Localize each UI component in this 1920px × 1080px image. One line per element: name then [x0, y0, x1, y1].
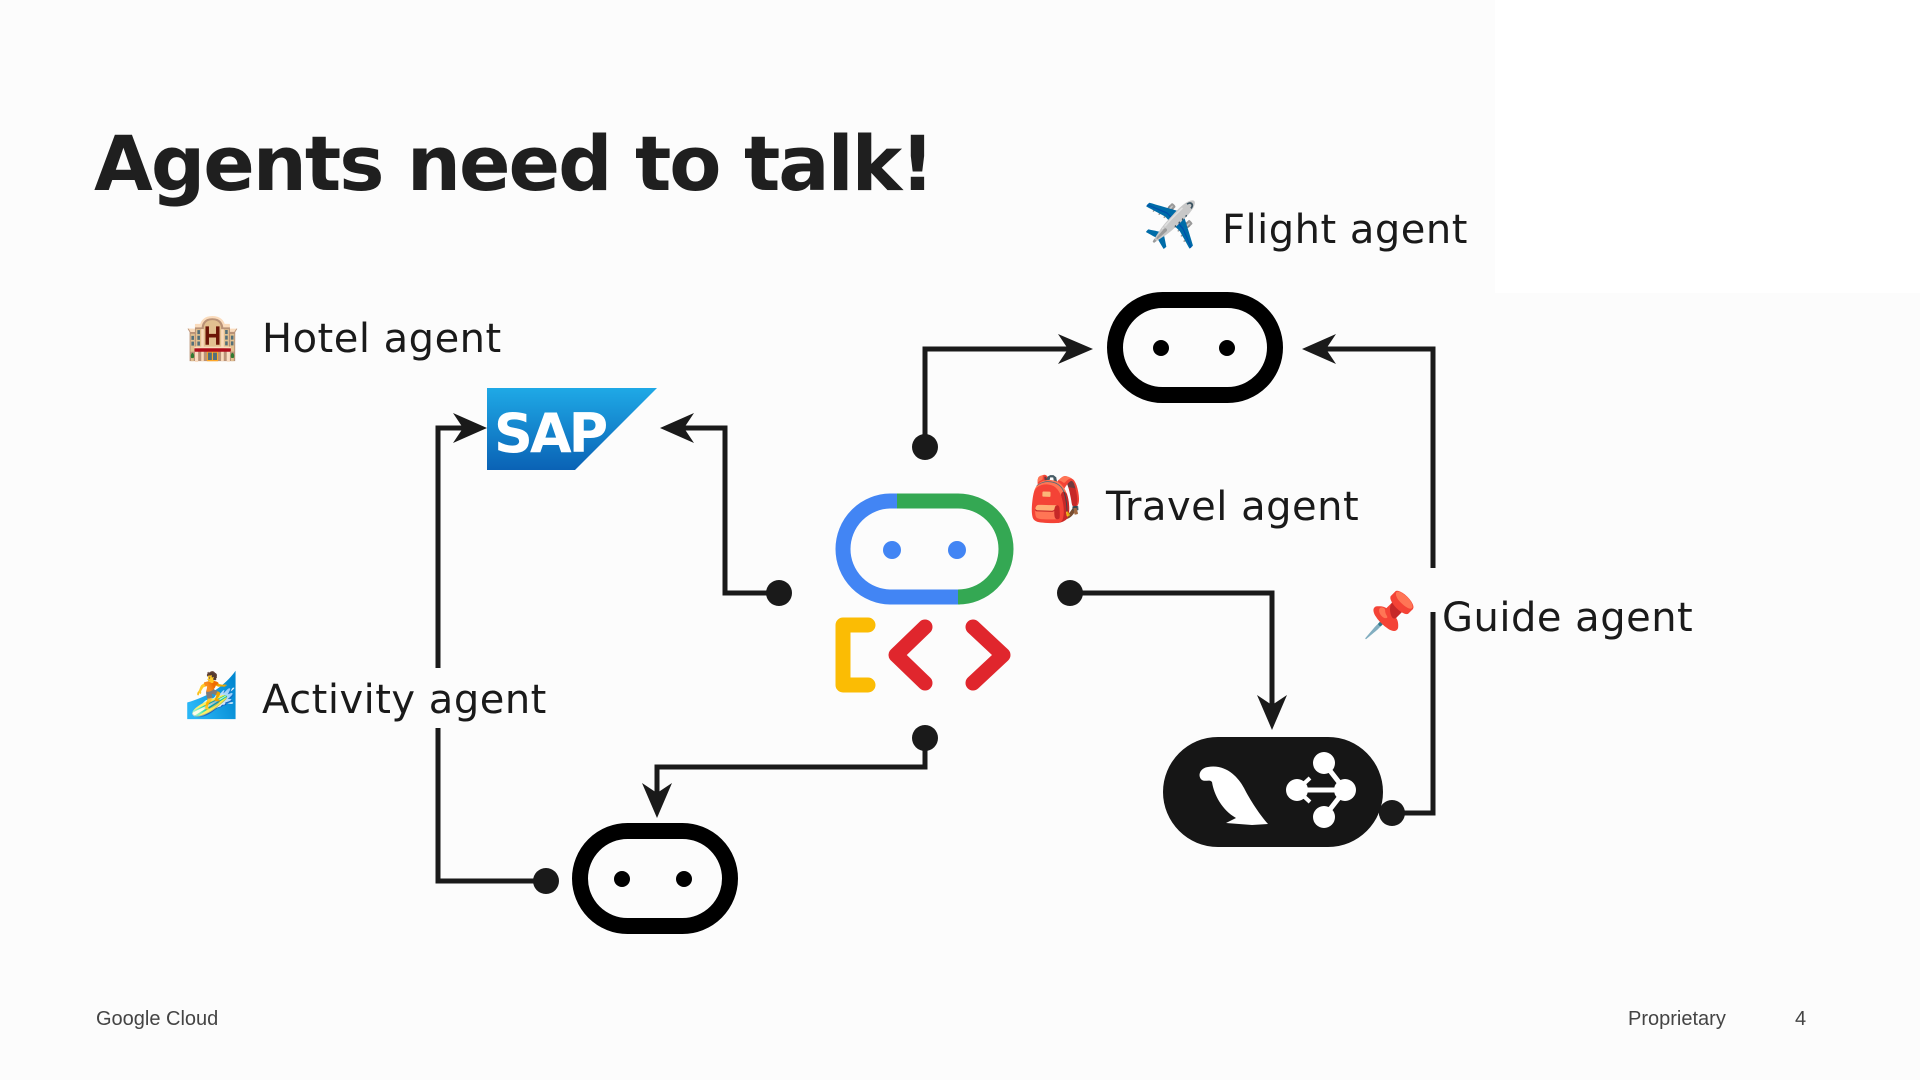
- hotel-icon: 🏨: [185, 312, 240, 363]
- guide-agent-langgraph-icon[interactable]: [1163, 737, 1383, 847]
- background-patch: [1495, 0, 1920, 293]
- connector-dot: [766, 580, 792, 606]
- connector-dot: [1379, 800, 1405, 826]
- sap-logo[interactable]: SAP: [487, 388, 657, 470]
- pushpin-icon: 📌: [1362, 590, 1417, 641]
- sap-logo-text: SAP: [494, 402, 607, 465]
- flight-agent-robot-icon[interactable]: [1107, 292, 1283, 403]
- connector-travel-to-flight: [922, 334, 1093, 447]
- surfer-icon: 🏄: [184, 670, 239, 721]
- airplane-icon: ✈️: [1143, 200, 1198, 251]
- connector-activity-to-hotel: [435, 413, 546, 884]
- footer-classification: Proprietary: [1628, 1008, 1726, 1030]
- guide-agent-label: Guide agent: [1442, 595, 1694, 641]
- travel-agent-logo[interactable]: [835, 493, 1014, 693]
- activity-agent-robot-icon[interactable]: [572, 823, 738, 934]
- flight-agent-label: Flight agent: [1222, 207, 1468, 253]
- page-number: 4: [1795, 1008, 1807, 1030]
- connector-travel-to-activity: [642, 738, 928, 818]
- footer-brand: Google Cloud: [96, 1008, 219, 1030]
- activity-agent-label: Activity agent: [262, 677, 547, 723]
- connector-dot: [1057, 580, 1083, 606]
- travel-agent-label: Travel agent: [1106, 484, 1360, 530]
- backpack-icon: 🎒: [1028, 474, 1083, 525]
- connector-guide-to-flight: [1302, 334, 1436, 568]
- connector-dot: [912, 434, 938, 460]
- connector-guide-tail: [1379, 612, 1436, 816]
- slide-title: Agents need to talk!: [94, 119, 935, 208]
- parrot-icon: [1199, 766, 1268, 825]
- connector-travel-to-guide: [1070, 590, 1287, 730]
- connector-dot: [912, 725, 938, 751]
- hotel-agent-label: Hotel agent: [262, 316, 502, 362]
- graph-icon: [1286, 752, 1356, 828]
- connector-travel-to-hotel: [660, 413, 779, 596]
- connector-dot: [533, 868, 559, 894]
